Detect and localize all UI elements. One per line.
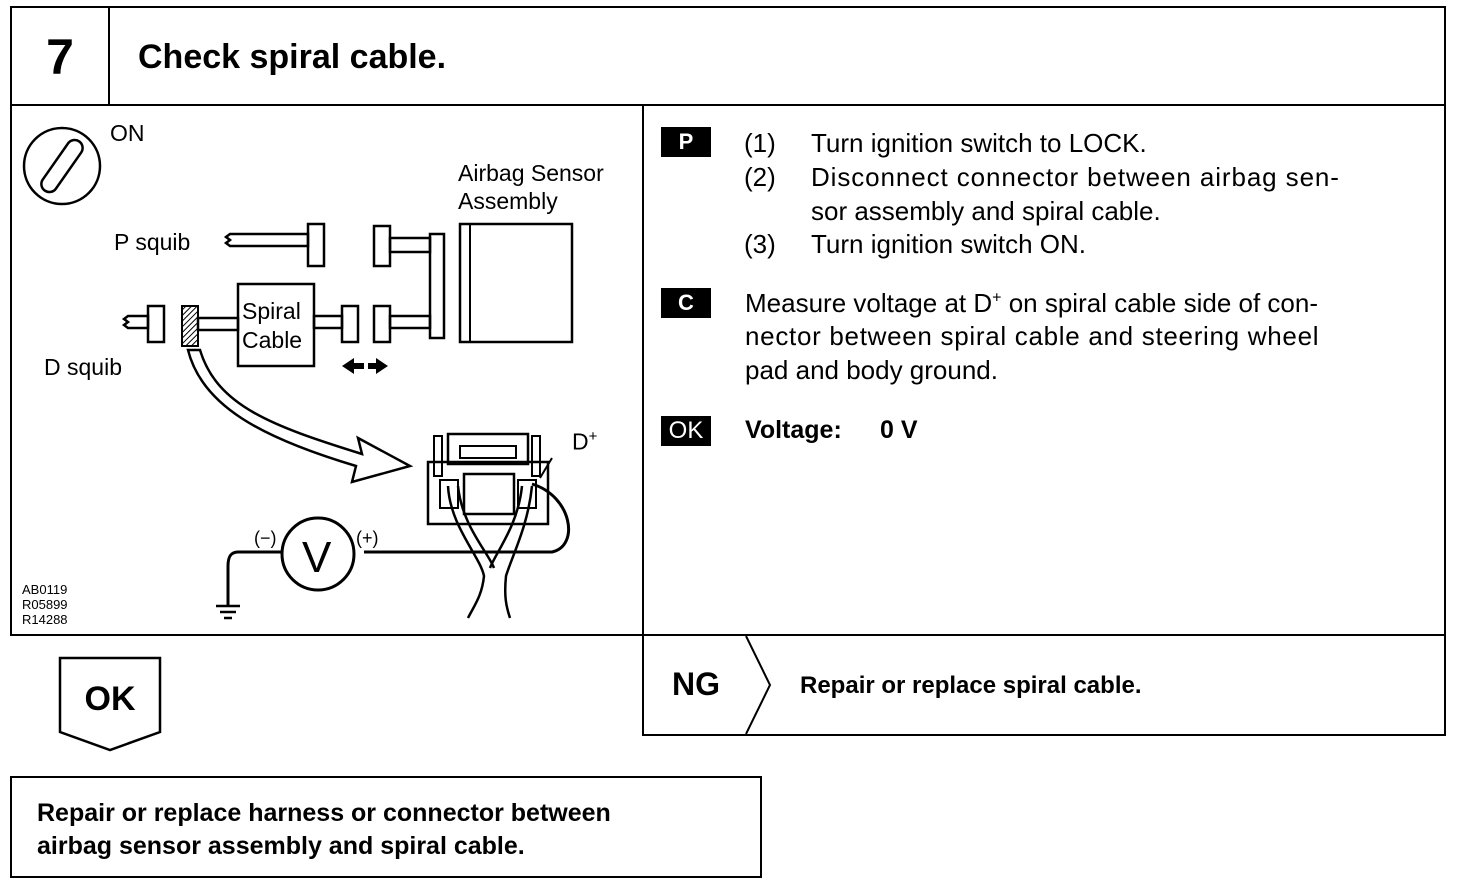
p-squib-connector <box>223 222 326 268</box>
d-plus-text: D <box>572 428 589 455</box>
check-sup: + <box>992 289 1002 307</box>
check-text-1: Measure voltage at D+ on spiral cable si… <box>745 288 1318 319</box>
check-text-1b: on spiral cable side of con- <box>1001 288 1318 318</box>
check-text-3: pad and body ground. <box>745 355 998 385</box>
ok-action-line-1: Repair or replace harness or connector b… <box>37 799 611 827</box>
sensor-label-2: Assembly <box>458 188 558 214</box>
check-badge: C <box>661 288 711 318</box>
voltage-value: 0 V <box>880 416 918 444</box>
diagram-code-2: R05899 <box>22 597 68 612</box>
disconnect-arrows-icon <box>342 358 388 374</box>
step-2-num: (2) <box>744 162 776 192</box>
voltmeter-icon <box>280 516 356 592</box>
step-1-num: (1) <box>744 128 776 158</box>
ng-action: Repair or replace spiral cable. <box>800 672 1142 699</box>
voltmeter-label: V <box>302 533 332 582</box>
step-number-divider <box>108 6 110 106</box>
curved-arrow-icon <box>186 348 414 484</box>
plus-label: (+) <box>356 528 379 548</box>
spiral-cable-diagram <box>22 126 574 620</box>
sensor-p-connector <box>372 224 432 268</box>
check-text-1a: Measure voltage at D <box>745 288 993 318</box>
airbag-sensor-assembly <box>458 222 574 344</box>
step-number: 7 <box>46 29 74 85</box>
p-squib-label: P squib <box>114 229 191 255</box>
sensor-connector-bar <box>428 232 446 340</box>
step-3-text: Turn ignition switch ON. <box>811 229 1087 259</box>
diagram-code-1: AB0119 <box>22 582 68 597</box>
ignition-key-icon <box>22 126 102 206</box>
step-title: Check spiral cable. <box>138 38 447 76</box>
voltage-label: Voltage: <box>745 416 842 444</box>
step-2-text: Disconnect connector between airbag sen- <box>811 162 1340 192</box>
ground-icon <box>216 604 240 620</box>
ng-chevron <box>745 636 772 734</box>
spiral-cable-label-2: Cable <box>242 327 303 353</box>
ng-label: NG <box>672 666 720 702</box>
content-divider <box>642 104 644 636</box>
ground-wire <box>226 550 282 606</box>
ng-result-box <box>642 634 1446 736</box>
step-3-num: (3) <box>744 229 776 259</box>
sensor-label-1: Airbag Sensor <box>458 160 604 186</box>
ok-label: OK <box>84 680 136 718</box>
ignition-on-label: ON <box>110 120 145 146</box>
d-squib-label: D squib <box>44 354 122 380</box>
step-2-text-cont: sor assembly and spiral cable. <box>811 196 1161 226</box>
minus-label: (−) <box>254 528 277 548</box>
d-plus-label: D+ <box>572 428 597 456</box>
diagram-code-3: R14288 <box>22 612 68 627</box>
d-plus-sup: + <box>588 428 598 445</box>
ok-badge: OK <box>661 416 711 446</box>
hatched-connector <box>181 305 199 347</box>
check-text-2: nector between spiral cable and steering… <box>745 321 1320 351</box>
d-squib-connector <box>121 304 166 344</box>
ok-action-box <box>10 776 762 878</box>
sensor-d-connector <box>372 304 432 344</box>
positive-probe-wire <box>364 482 571 554</box>
spiral-cable-label-1: Spiral <box>242 298 301 324</box>
wire-harness <box>446 485 534 619</box>
ok-action-line-2: airbag sensor assembly and spiral cable. <box>37 832 525 860</box>
ok-pentagon <box>58 656 162 752</box>
connector-detail <box>426 432 553 526</box>
step-1-text: Turn ignition switch to LOCK. <box>811 128 1147 158</box>
prep-badge: P <box>661 127 711 157</box>
